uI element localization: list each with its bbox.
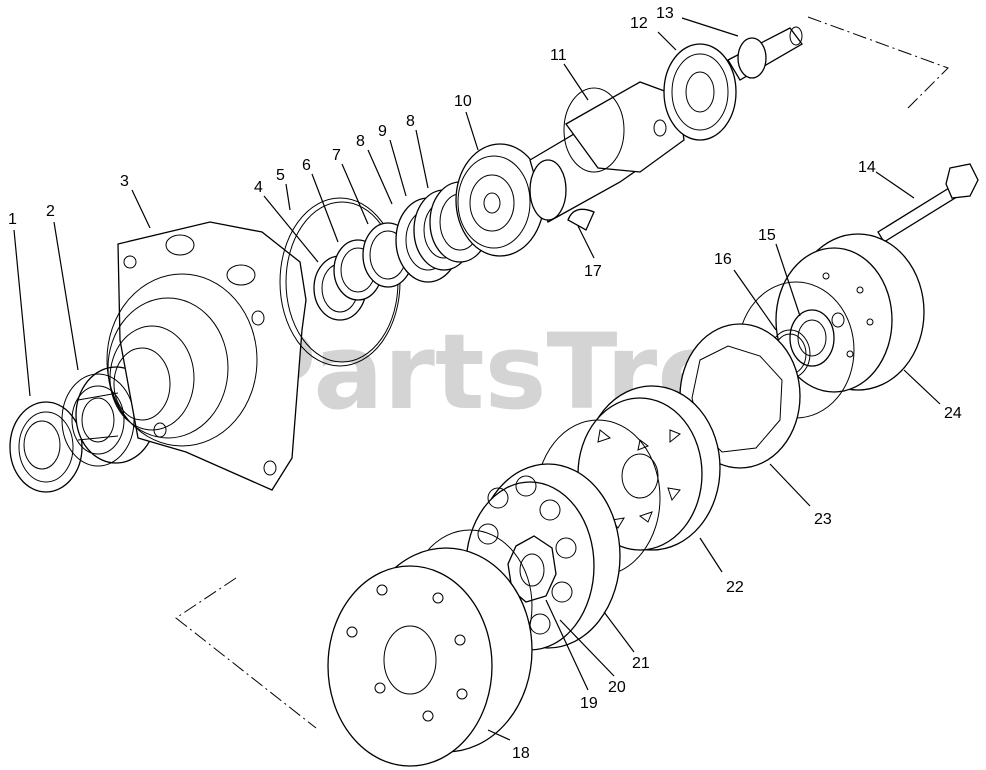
leader-24 <box>903 369 941 405</box>
callout-6[interactable]: 6 <box>302 157 311 174</box>
upper-centerline <box>807 16 949 109</box>
part-12-gear[interactable] <box>663 43 737 141</box>
callout-5[interactable]: 5 <box>276 167 285 184</box>
callout-24[interactable]: 24 <box>944 405 962 422</box>
callout-labels: 1 2 3 4 5 6 7 8 9 8 10 11 12 13 14 15 16… <box>8 5 962 762</box>
leader-4 <box>263 195 319 263</box>
part-1-seal[interactable] <box>9 401 83 493</box>
callout-7[interactable]: 7 <box>332 147 341 164</box>
callout-18[interactable]: 18 <box>512 745 530 762</box>
leader-16 <box>733 269 777 331</box>
callout-23[interactable]: 23 <box>814 511 832 528</box>
lower-centerline <box>175 577 317 729</box>
leader-8b <box>415 129 429 189</box>
leader-1 <box>13 229 31 397</box>
part-17-key[interactable] <box>567 208 595 231</box>
callout-3[interactable]: 3 <box>120 173 129 190</box>
part-19-rotor[interactable] <box>507 535 557 603</box>
callout-1[interactable]: 1 <box>8 211 17 228</box>
callout-15[interactable]: 15 <box>758 227 776 244</box>
callout-11[interactable]: 11 <box>550 47 567 64</box>
leader-8a <box>367 149 393 205</box>
leader-7 <box>341 163 369 225</box>
part-15-seal[interactable] <box>789 309 835 367</box>
leader-21 <box>603 611 635 653</box>
leader-11 <box>563 63 589 101</box>
leader-2 <box>53 221 79 371</box>
leader-17 <box>577 225 595 259</box>
leader-15 <box>775 243 801 317</box>
leader-6 <box>311 173 339 243</box>
callout-9[interactable]: 9 <box>378 123 387 140</box>
callout-8b[interactable]: 8 <box>406 113 415 130</box>
callout-20[interactable]: 20 <box>608 679 626 696</box>
part-13-spline-shaft[interactable] <box>727 26 803 81</box>
part-14-bolt[interactable] <box>877 163 979 243</box>
callout-17[interactable]: 17 <box>584 263 602 280</box>
leader-18 <box>487 729 511 741</box>
callout-12[interactable]: 12 <box>630 15 648 32</box>
callout-13[interactable]: 13 <box>656 5 674 22</box>
leader-23 <box>769 463 811 507</box>
part-24-end-cap[interactable] <box>775 233 925 393</box>
callout-19[interactable]: 19 <box>580 695 598 712</box>
leader-19 <box>545 599 589 691</box>
callout-4[interactable]: 4 <box>254 179 263 196</box>
leader-14 <box>875 171 915 199</box>
leader-lines <box>13 17 941 741</box>
leader-5 <box>285 183 291 211</box>
callout-16[interactable]: 16 <box>714 251 732 268</box>
part-3-housing[interactable] <box>106 221 307 491</box>
leader-9 <box>389 139 407 197</box>
callout-10[interactable]: 10 <box>454 93 472 110</box>
callout-8a[interactable]: 8 <box>356 133 365 150</box>
leader-3 <box>131 189 151 229</box>
leader-22 <box>699 537 723 573</box>
leader-12 <box>657 31 677 51</box>
callout-14[interactable]: 14 <box>858 159 876 176</box>
callout-22[interactable]: 22 <box>726 579 744 596</box>
leader-13 <box>681 17 739 37</box>
callout-2[interactable]: 2 <box>46 203 55 220</box>
leader-20 <box>559 619 615 677</box>
leader-10 <box>465 111 479 151</box>
part-11-shaft[interactable] <box>529 81 685 223</box>
part-18-end-cap[interactable] <box>327 547 533 767</box>
callout-21[interactable]: 21 <box>632 655 650 672</box>
